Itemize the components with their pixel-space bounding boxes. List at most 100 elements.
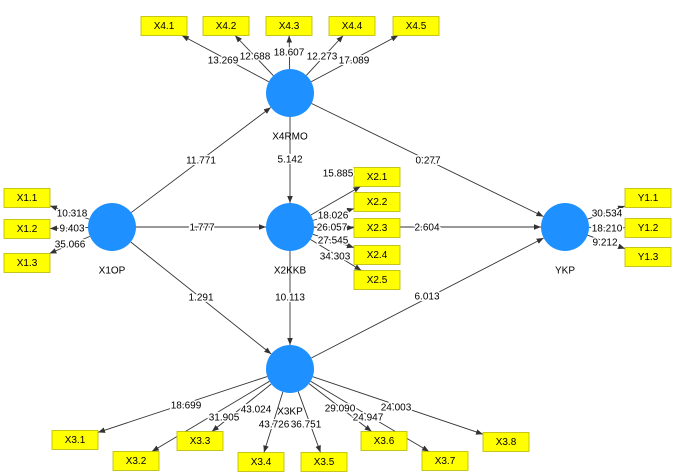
outer-loading-label: 24.947 bbox=[353, 413, 384, 424]
construct-x3kp[interactable] bbox=[266, 345, 314, 393]
outer-loading-label: 18.026 bbox=[318, 211, 349, 222]
indicator-box-x2-2[interactable] bbox=[353, 192, 401, 212]
outer-loading-label: 30.534 bbox=[592, 209, 623, 220]
path-coefficient-label: 5.142 bbox=[277, 155, 302, 166]
outer-loading-label: 35.066 bbox=[55, 240, 86, 251]
path-coefficient-label: 0.277 bbox=[415, 156, 440, 167]
indicator-box-x4-1[interactable] bbox=[140, 16, 188, 36]
indicator-link-x3-6 bbox=[308, 383, 372, 432]
indicator-label: X1.3 bbox=[17, 258, 38, 269]
outer-loading-label: 17.089 bbox=[339, 56, 370, 67]
indicator-link-x4-4 bbox=[305, 35, 344, 76]
indicator-box-x1-2[interactable] bbox=[3, 219, 51, 239]
indicator-box-x1-1[interactable] bbox=[3, 188, 51, 208]
path-coefficient-label: 10.113 bbox=[275, 293, 305, 304]
path-x4rmo-to-ykp bbox=[311, 103, 544, 217]
indicator-label: Y1.1 bbox=[638, 193, 659, 204]
indicator-label: X3.1 bbox=[65, 435, 86, 446]
indicator-label: X3.8 bbox=[496, 437, 517, 448]
outer-loading-label: 26.057 bbox=[317, 223, 348, 234]
indicator-box-x3-1[interactable] bbox=[51, 430, 99, 450]
outer-loading-label: 24.003 bbox=[381, 403, 412, 414]
indicator-label: X2.3 bbox=[367, 223, 388, 234]
indicator-link-x1-1 bbox=[49, 205, 90, 220]
indicator-label: X4.2 bbox=[216, 21, 237, 32]
outer-loading-label: 43.726 bbox=[259, 420, 290, 431]
construct-label: YKP bbox=[555, 266, 575, 277]
edge-layer bbox=[49, 35, 626, 453]
indicator-label: X3.5 bbox=[314, 457, 335, 468]
indicator-box-x1-3[interactable] bbox=[3, 253, 51, 273]
indicator-box-x4-3[interactable] bbox=[265, 16, 313, 36]
outer-loading-label: 18.607 bbox=[274, 48, 305, 59]
indicator-box-x2-4[interactable] bbox=[353, 245, 401, 265]
indicator-label: X3.3 bbox=[190, 436, 211, 447]
indicator-box-x2-5[interactable] bbox=[353, 270, 401, 290]
outer-loading-label: 10.318 bbox=[57, 209, 88, 220]
construct-x4rmo[interactable] bbox=[266, 69, 314, 117]
construct-ykp[interactable] bbox=[541, 203, 589, 251]
indicator-box-x3-8[interactable] bbox=[482, 432, 530, 452]
indicator-label: Y1.3 bbox=[638, 252, 659, 263]
indicator-link-x4-2 bbox=[234, 35, 274, 76]
indicator-link-x4-5 bbox=[310, 35, 399, 83]
indicator-label: X3.4 bbox=[251, 457, 272, 468]
indicator-box-x3-7[interactable] bbox=[421, 451, 469, 471]
indicator-label: X1.1 bbox=[17, 193, 38, 204]
outer-loading-label: 18.699 bbox=[171, 401, 202, 412]
construct-x2kkb[interactable] bbox=[266, 203, 314, 251]
outer-loading-label: 18.210 bbox=[592, 224, 623, 235]
path-coefficient-label: 1.777 bbox=[189, 223, 214, 234]
indicator-link-x3-3 bbox=[211, 383, 272, 432]
path-coefficient-label: 1.291 bbox=[188, 293, 213, 304]
indicator-link-x2-4 bbox=[312, 233, 355, 249]
indicator-label: X4.5 bbox=[406, 21, 427, 32]
indicator-link-y1-1 bbox=[587, 205, 626, 220]
indicator-box-x4-2[interactable] bbox=[202, 16, 250, 36]
indicator-link-x4-3 bbox=[286, 35, 293, 70]
outer-loading-label: 43.024 bbox=[241, 405, 272, 416]
indicator-box-x3-6[interactable] bbox=[360, 431, 408, 451]
indicator-box-x4-4[interactable] bbox=[328, 16, 376, 36]
indicator-box-y1-1[interactable] bbox=[624, 188, 672, 208]
indicator-box-x2-3[interactable] bbox=[353, 218, 401, 238]
outer-loading-label: 34.303 bbox=[320, 252, 351, 263]
path-coefficient-label: 2.604 bbox=[414, 223, 439, 234]
indicator-label: X3.6 bbox=[374, 436, 395, 447]
indicator-box-x3-3[interactable] bbox=[176, 431, 224, 451]
indicator-box-x4-5[interactable] bbox=[392, 16, 440, 36]
outer-loading-label: 13.269 bbox=[208, 56, 239, 67]
indicator-link-x3-8 bbox=[312, 376, 484, 435]
construct-label: X2KKB bbox=[274, 266, 307, 277]
construct-x1op[interactable] bbox=[88, 203, 136, 251]
indicator-link-y1-3 bbox=[587, 234, 626, 250]
outer-loading-label: 27.545 bbox=[318, 236, 349, 247]
indicator-box-x2-1[interactable] bbox=[353, 167, 401, 187]
indicator-box-x3-5[interactable] bbox=[300, 452, 348, 472]
indicator-box-y1-2[interactable] bbox=[624, 218, 672, 238]
path-coefficient-label: 6.013 bbox=[414, 292, 439, 303]
indicator-label: X2.4 bbox=[367, 250, 388, 261]
indicator-label: X4.4 bbox=[342, 21, 363, 32]
construct-label: X4RMO bbox=[272, 132, 308, 143]
indicator-box-x3-4[interactable] bbox=[237, 452, 285, 472]
indicator-label: X2.5 bbox=[367, 275, 388, 286]
indicator-label: X1.2 bbox=[17, 224, 38, 235]
indicator-link-x1-3 bbox=[49, 235, 91, 254]
construct-label: X1OP bbox=[99, 266, 126, 277]
indicator-link-x3-7 bbox=[310, 380, 430, 452]
indicator-label: X3.7 bbox=[435, 456, 456, 467]
outer-loading-label: 9.212 bbox=[592, 238, 617, 249]
path-coefficient-label: 11.771 bbox=[186, 156, 216, 167]
outer-loading-label: 12.273 bbox=[307, 52, 338, 63]
construct-label: X3KP bbox=[277, 407, 303, 418]
label-layer: 11.771 1.777 1.291 5.142 0.277 2.604 10.113 6.0… bbox=[53, 46, 624, 432]
path-x3kp-to-ykp bbox=[311, 237, 544, 359]
outer-loading-label: 15.885 bbox=[323, 169, 354, 180]
indicator-link-x2-2 bbox=[312, 207, 355, 221]
indicator-box-x3-2[interactable] bbox=[112, 451, 160, 471]
indicator-label: Y1.2 bbox=[638, 223, 659, 234]
outer-loading-label: 9.403 bbox=[59, 224, 84, 235]
indicator-box-y1-3[interactable] bbox=[624, 247, 672, 267]
